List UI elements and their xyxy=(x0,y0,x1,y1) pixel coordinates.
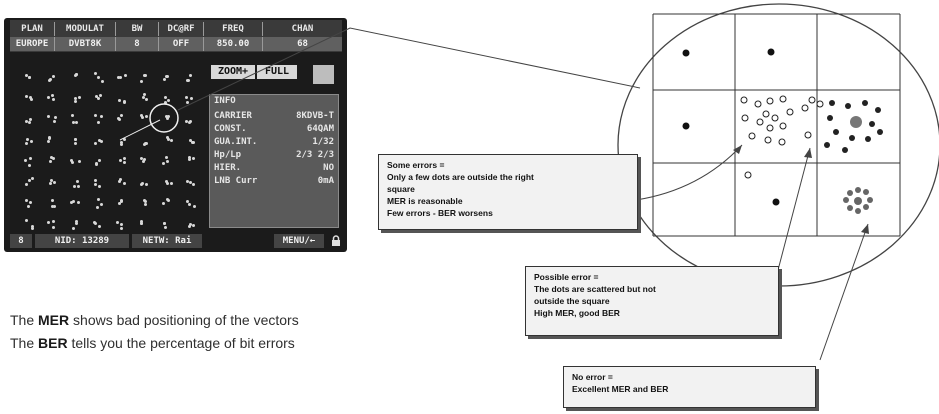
callout-line: MER is reasonable xyxy=(387,195,629,207)
caption-bold-term: MER xyxy=(38,312,69,328)
callout-line: No error = xyxy=(572,371,807,383)
ideal-dots xyxy=(683,49,780,206)
meter-pointer-line xyxy=(120,120,160,140)
caption-ber: The BER tells you the percentage of bit … xyxy=(10,335,295,351)
zoom-connector-line xyxy=(178,28,640,110)
callout-possible-error: Possible error = The dots are scattered … xyxy=(525,266,779,336)
arrowheads xyxy=(733,145,869,234)
callout-line: The dots are scattered but not xyxy=(534,283,770,295)
caption-text: shows bad positioning of the vectors xyxy=(69,312,299,328)
scattered-open-dots xyxy=(741,96,823,178)
callout-line: Excellent MER and BER xyxy=(572,383,807,395)
callout-line: Some errors = xyxy=(387,159,629,171)
callout-line: Few errors - BER worsens xyxy=(387,207,629,219)
caption-text: tells you the percentage of bit errors xyxy=(68,335,295,351)
tight-cluster-dots xyxy=(843,187,873,214)
callout-line: Possible error = xyxy=(534,271,770,283)
caption-bold-term: BER xyxy=(38,335,68,351)
callout-no-error: No error = Excellent MER and BER xyxy=(563,366,816,408)
caption-text: The xyxy=(10,335,38,351)
callout-some-errors: Some errors = Only a few dots are outsid… xyxy=(378,154,638,230)
callout-line: Only a few dots are outside the right xyxy=(387,171,629,183)
magnifier-circle-icon xyxy=(150,104,178,132)
callout-line: outside the square xyxy=(534,295,770,307)
callout-line: square xyxy=(387,183,629,195)
cluster-center-dot xyxy=(850,116,862,128)
zoom-ellipse xyxy=(618,4,939,286)
caption-text: The xyxy=(10,312,38,328)
callout-line: High MER, good BER xyxy=(534,307,770,319)
caption-mer: The MER shows bad positioning of the vec… xyxy=(10,312,299,328)
